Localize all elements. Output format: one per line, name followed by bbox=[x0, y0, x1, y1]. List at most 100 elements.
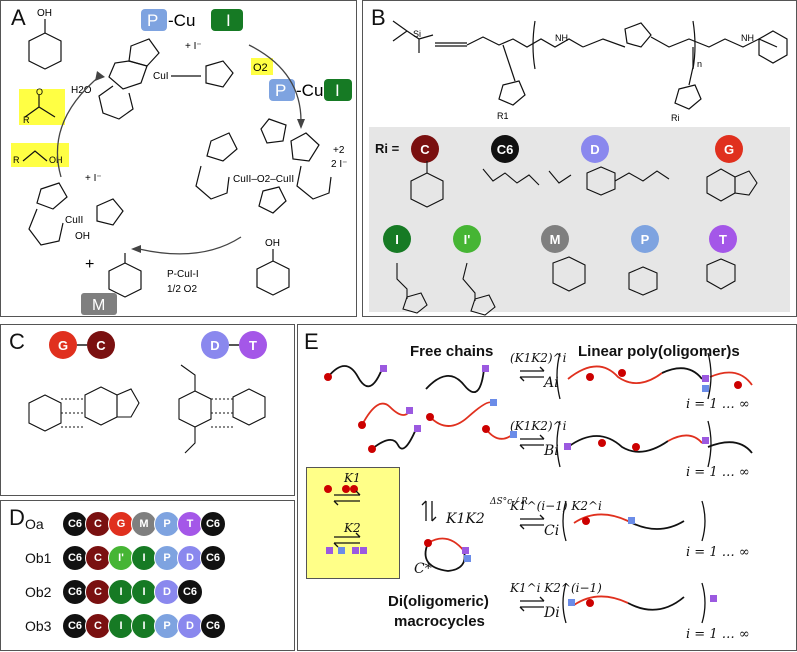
alcohol-oh: OH bbox=[49, 155, 63, 165]
oligomer-label: Oa bbox=[25, 516, 44, 532]
row-range: i = 1 … ∞ bbox=[686, 397, 750, 412]
macrocycle-title-2: macrocycles bbox=[394, 613, 485, 630]
oh-bottom: OH bbox=[265, 238, 280, 249]
panel-b-label: B bbox=[371, 5, 386, 30]
panel-c: C G C D T bbox=[0, 324, 295, 496]
oligomer-label: Ob3 bbox=[25, 618, 52, 634]
oligomer-unit: C6 bbox=[200, 545, 226, 571]
pair-d: D bbox=[201, 331, 229, 359]
catalyst2-i-box bbox=[324, 79, 352, 101]
oligomer-unit: P bbox=[154, 613, 180, 639]
oligomer-unit: C bbox=[85, 511, 111, 537]
oligomer-unit: I' bbox=[108, 545, 134, 571]
iminus-left: + I⁻ bbox=[85, 173, 102, 184]
oligomer-label: Ob2 bbox=[25, 584, 52, 600]
alcohol-structure bbox=[22, 150, 48, 162]
cu-ii-left-label: CuII bbox=[65, 215, 83, 226]
aldehyde-o: O bbox=[36, 87, 43, 97]
nh-label-2: NH bbox=[741, 33, 754, 43]
h2o-label: H2O bbox=[71, 85, 92, 96]
catalyst2-dash: -Cu bbox=[296, 81, 323, 100]
catalyst-p-box bbox=[141, 9, 167, 31]
cycle-arrow-left bbox=[56, 74, 102, 178]
oligomer-unit: C6 bbox=[62, 511, 88, 537]
oligomer-unit: C6 bbox=[62, 545, 88, 571]
r1-label: R1 bbox=[497, 111, 509, 121]
iminus-top: + I⁻ bbox=[185, 41, 202, 52]
legend-g: G bbox=[715, 135, 743, 163]
oligomer-unit: P bbox=[154, 511, 180, 537]
oligomer-unit: C6 bbox=[200, 613, 226, 639]
tempoh-top bbox=[28, 19, 62, 70]
legend-d: D bbox=[581, 135, 609, 163]
tempoh-bottom bbox=[256, 249, 290, 296]
half-o2-label: 1/2 O2 bbox=[167, 284, 197, 295]
row-constant: K1^(i−1) K2^i bbox=[510, 499, 602, 513]
legend-i-prime: I' bbox=[453, 225, 481, 253]
pair-g: G bbox=[49, 331, 77, 359]
row-constant: K1^i K2^(i−1) bbox=[510, 581, 602, 595]
panel-a-label: A bbox=[11, 5, 26, 30]
tempo-radical bbox=[108, 253, 142, 298]
aldehyde-highlight bbox=[19, 89, 65, 125]
oligomer-label: Ob1 bbox=[25, 550, 52, 566]
catalyst2-i-text: I bbox=[335, 81, 340, 100]
row-constant: (K1K2)^i bbox=[510, 419, 567, 433]
oh-top: OH bbox=[37, 8, 52, 19]
o2-text: O2 bbox=[253, 62, 268, 74]
base-pairs-diagram bbox=[28, 344, 266, 454]
ri-label: Ri = bbox=[375, 141, 400, 156]
cstar-label: C* bbox=[414, 561, 432, 577]
oligomer-unit: D bbox=[177, 613, 203, 639]
linear-title: Linear poly(oligomer)s bbox=[578, 343, 740, 360]
si-label: Si bbox=[413, 29, 421, 39]
panel-a: A P -Cu I P -Cu I O2 CuI + I⁻ bbox=[0, 0, 357, 317]
cu-ii-dimer-complex bbox=[195, 118, 332, 214]
legend-t: T bbox=[709, 225, 737, 253]
plus-sign: + bbox=[85, 256, 94, 273]
cu-ii-complex-left bbox=[28, 182, 124, 246]
legend-i: I bbox=[383, 225, 411, 253]
residue-structures bbox=[396, 161, 758, 316]
dimer-charge: +2 bbox=[333, 145, 345, 156]
cycle-arrow-right bbox=[248, 44, 302, 122]
pcui-label: P-CuI-I bbox=[167, 269, 199, 280]
cu-i-complex-top bbox=[98, 38, 234, 120]
arrowhead-bottom bbox=[131, 245, 141, 253]
o2-highlight bbox=[251, 58, 273, 75]
main-eq-constant: K1K2 bbox=[446, 511, 485, 527]
row-range: i = 1 … ∞ bbox=[686, 627, 750, 642]
catalyst2-p-box bbox=[269, 79, 295, 101]
free-chains-title: Free chains bbox=[410, 343, 494, 360]
pair-c: C bbox=[87, 331, 115, 359]
oligomer-unit: D bbox=[154, 579, 180, 605]
aldehyde-structure bbox=[24, 95, 56, 118]
m-text: M bbox=[92, 297, 105, 314]
oligomer-unit: C6 bbox=[200, 511, 226, 537]
row-range: i = 1 … ∞ bbox=[686, 545, 750, 560]
legend-p: P bbox=[631, 225, 659, 253]
macrocycle-title-1: Di(oligomeric) bbox=[388, 593, 489, 610]
catalyst-i-box bbox=[211, 9, 243, 31]
dimer-two-i: 2 I⁻ bbox=[331, 159, 347, 170]
row-species: Ai bbox=[544, 375, 559, 391]
oligomer-unit: I bbox=[108, 613, 134, 639]
panel-d-label: D bbox=[9, 505, 25, 530]
polymer-structure: Si NH NH n R1 Ri bbox=[392, 20, 788, 123]
arrowhead-left bbox=[95, 71, 105, 81]
pair-t: T bbox=[239, 331, 267, 359]
panel-c-label: C bbox=[9, 329, 25, 354]
oh-left: OH bbox=[75, 231, 90, 242]
cu-ii-o2-label: CuII–O2–CuII bbox=[233, 174, 294, 185]
aldehyde-r: R bbox=[23, 115, 30, 125]
cycle-arrow-bottom bbox=[138, 236, 242, 255]
main-eq-exponent: ΔS°c / R bbox=[490, 497, 528, 507]
panel-e: E Free chains Linear poly(oligomer)s Di(… bbox=[297, 324, 797, 651]
legend-c: C bbox=[411, 135, 439, 163]
oligomer-unit: D bbox=[177, 545, 203, 571]
alcohol-r: R bbox=[13, 155, 20, 165]
